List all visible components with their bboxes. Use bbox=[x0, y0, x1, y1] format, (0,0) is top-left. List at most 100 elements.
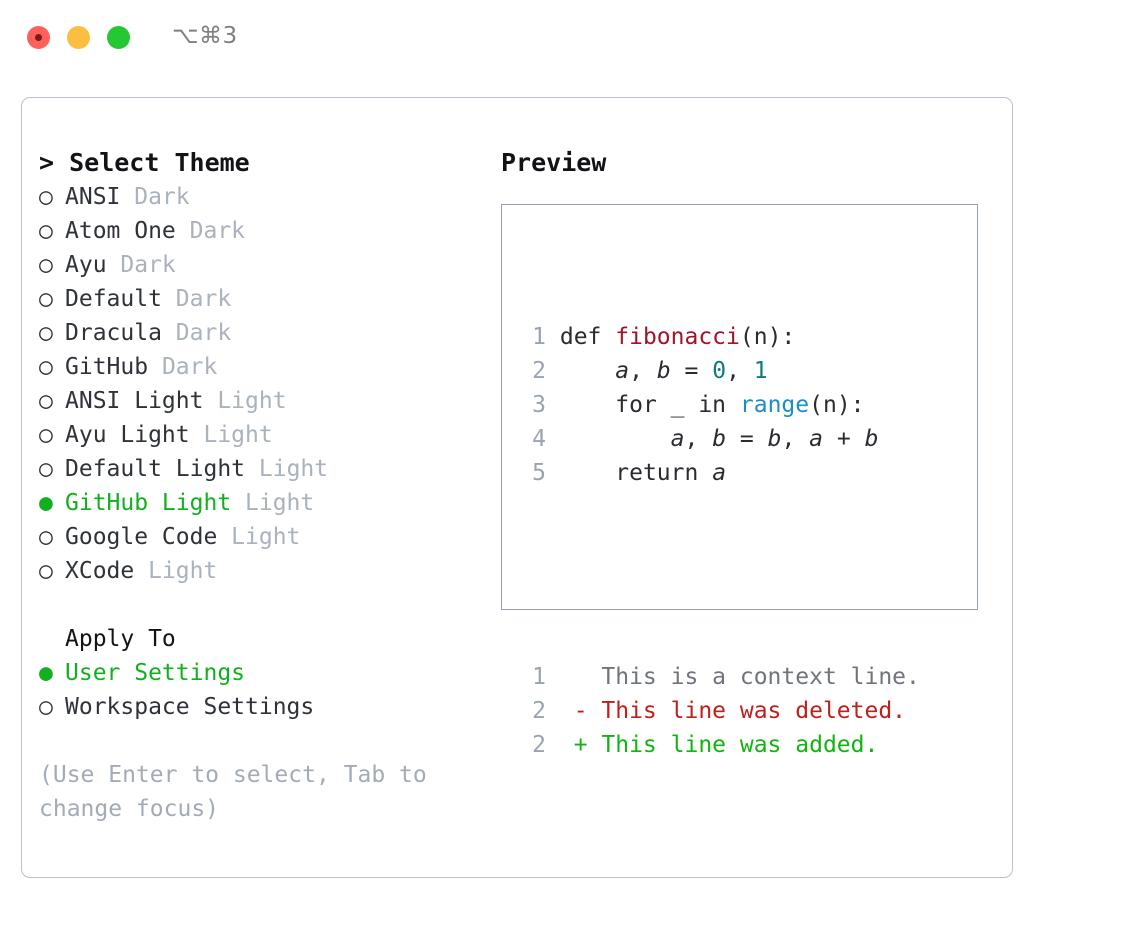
theme-variant-tag: Light bbox=[148, 558, 218, 584]
code-token: fibonacci bbox=[615, 324, 740, 350]
theme-option-github[interactable]: ○GitHub Dark bbox=[39, 350, 479, 384]
radio-unselected-icon: ○ bbox=[39, 558, 53, 584]
theme-option-label: Ayu Light bbox=[65, 422, 204, 448]
code-gutter-space bbox=[546, 426, 560, 452]
code-token: , bbox=[781, 426, 810, 452]
code-token bbox=[560, 358, 615, 384]
section-spacer bbox=[39, 588, 479, 622]
code-token: a bbox=[712, 460, 727, 486]
theme-option-xcode[interactable]: ○ XCode Light bbox=[39, 554, 479, 588]
code-token: for _ in bbox=[559, 392, 740, 418]
code-token: range bbox=[739, 392, 810, 418]
code-token bbox=[560, 426, 671, 452]
close-dot-icon[interactable] bbox=[27, 26, 50, 49]
radio-unselected-icon: ○ bbox=[39, 524, 53, 550]
theme-selector-column: > Select Theme ○ANSI Dark○Atom One Dark○… bbox=[39, 146, 479, 826]
theme-variant-tag: Light bbox=[203, 422, 273, 448]
theme-variant-tag: Light bbox=[217, 388, 287, 414]
radio-unselected-icon: ○ bbox=[39, 218, 53, 244]
theme-variant-tag: Dark bbox=[175, 320, 232, 346]
code-line: 5 return a bbox=[516, 456, 920, 490]
apply-to-header: Apply To bbox=[65, 626, 176, 652]
theme-variant-tag: Dark bbox=[120, 252, 176, 278]
theme-option-dracula[interactable]: ○Dracula Dark bbox=[39, 316, 479, 350]
line-number: 2 bbox=[532, 732, 546, 758]
theme-option-google-code[interactable]: ○Google Code Light bbox=[39, 520, 479, 554]
theme-variant-tag: Dark bbox=[189, 218, 246, 244]
radio-selected-icon: ● bbox=[39, 660, 53, 686]
code-token: , bbox=[726, 358, 754, 384]
radio-unselected-icon: ○ bbox=[39, 388, 53, 414]
apply-to-option-user-settings[interactable]: ●User Settings bbox=[39, 656, 479, 690]
code-token: b bbox=[767, 426, 782, 452]
code-token: a bbox=[670, 426, 685, 452]
theme-option-label: ANSI bbox=[65, 184, 135, 210]
traffic-lights bbox=[27, 26, 130, 49]
code-token: , bbox=[684, 426, 713, 452]
code-token: a bbox=[615, 358, 630, 384]
theme-option-default-light[interactable]: ○Default Light Light bbox=[39, 452, 479, 486]
theme-option-ansi-light[interactable]: ○ ANSI Light Light bbox=[39, 384, 479, 418]
diff-sample: 1 This is a context line.2 - This line w… bbox=[516, 660, 920, 762]
theme-option-ayu[interactable]: ○Ayu Dark bbox=[39, 248, 479, 282]
theme-option-atom-one[interactable]: ○ Atom One Dark bbox=[39, 214, 479, 248]
theme-variant-tag: Dark bbox=[134, 184, 190, 210]
code-line: 3 for _ in range(n): bbox=[516, 388, 920, 422]
main-panel: > Select Theme ○ANSI Dark○Atom One Dark○… bbox=[21, 97, 1013, 878]
code-gutter-space bbox=[546, 358, 560, 384]
diff-line-text: + This line was added. bbox=[546, 732, 879, 758]
line-number: 5 bbox=[532, 460, 546, 486]
code-line: 1 def fibonacci(n): bbox=[516, 320, 920, 354]
code-line: 4 a, b = b, a + b bbox=[516, 422, 920, 456]
code-token: (n): bbox=[809, 392, 865, 418]
theme-option-label: Atom One bbox=[65, 218, 190, 244]
code-token: b bbox=[712, 426, 727, 452]
theme-option-ayu-light[interactable]: ○ Ayu Light Light bbox=[39, 418, 479, 452]
line-number: 2 bbox=[532, 698, 546, 724]
diff-line-text: This is a context line. bbox=[546, 664, 920, 690]
preview-title: Preview bbox=[501, 148, 607, 177]
theme-option-ansi[interactable]: ○ANSI Dark bbox=[39, 180, 479, 214]
line-number: 1 bbox=[532, 324, 546, 350]
diff-line-added: 2 + This line was added. bbox=[516, 728, 920, 762]
code-token: 0 bbox=[712, 358, 727, 384]
theme-option-label: Default Light bbox=[65, 456, 259, 482]
line-number: 4 bbox=[532, 426, 546, 452]
theme-option-default[interactable]: ○Default Dark bbox=[39, 282, 479, 316]
theme-list[interactable]: ○ANSI Dark○Atom One Dark○Ayu Dark○Defaul… bbox=[39, 180, 479, 588]
apply-to-list[interactable]: ●User Settings ○ Workspace Settings bbox=[39, 656, 479, 724]
radio-unselected-icon: ○ bbox=[39, 286, 53, 312]
radio-unselected-icon: ○ bbox=[39, 354, 53, 380]
code-token: = bbox=[670, 358, 713, 384]
theme-option-label: ANSI Light bbox=[65, 388, 218, 414]
theme-option-label: Dracula bbox=[65, 320, 176, 346]
theme-option-github-light[interactable]: ●GitHub Light Light bbox=[39, 486, 479, 520]
keyboard-shortcut-label: ⌥⌘3 bbox=[172, 23, 238, 49]
code-line: 2 a, b = 0, 1 bbox=[516, 354, 920, 388]
radio-unselected-icon: ○ bbox=[39, 252, 53, 278]
code-token: a bbox=[809, 426, 824, 452]
theme-variant-tag: Light bbox=[258, 456, 329, 482]
radio-unselected-icon: ○ bbox=[39, 694, 53, 720]
theme-variant-tag: Light bbox=[231, 524, 301, 550]
theme-variant-tag: Dark bbox=[175, 286, 232, 312]
code-gutter-space bbox=[546, 460, 560, 486]
code-token: , bbox=[629, 358, 657, 384]
maximize-dot-icon[interactable] bbox=[107, 26, 130, 49]
code-token: return bbox=[559, 460, 713, 486]
theme-option-label: XCode bbox=[65, 558, 149, 584]
radio-unselected-icon: ○ bbox=[39, 422, 53, 448]
minimize-dot-icon[interactable] bbox=[67, 26, 90, 49]
apply-to-option-workspace-settings[interactable]: ○ Workspace Settings bbox=[39, 690, 479, 724]
code-token: def bbox=[559, 324, 616, 350]
apply-to-option-label: Workspace Settings bbox=[65, 694, 315, 720]
line-number: 1 bbox=[532, 664, 546, 690]
code-gutter-space bbox=[546, 392, 560, 418]
code-token: (n): bbox=[739, 324, 796, 350]
code-gutter-space bbox=[546, 324, 560, 350]
radio-selected-icon: ● bbox=[39, 490, 53, 516]
